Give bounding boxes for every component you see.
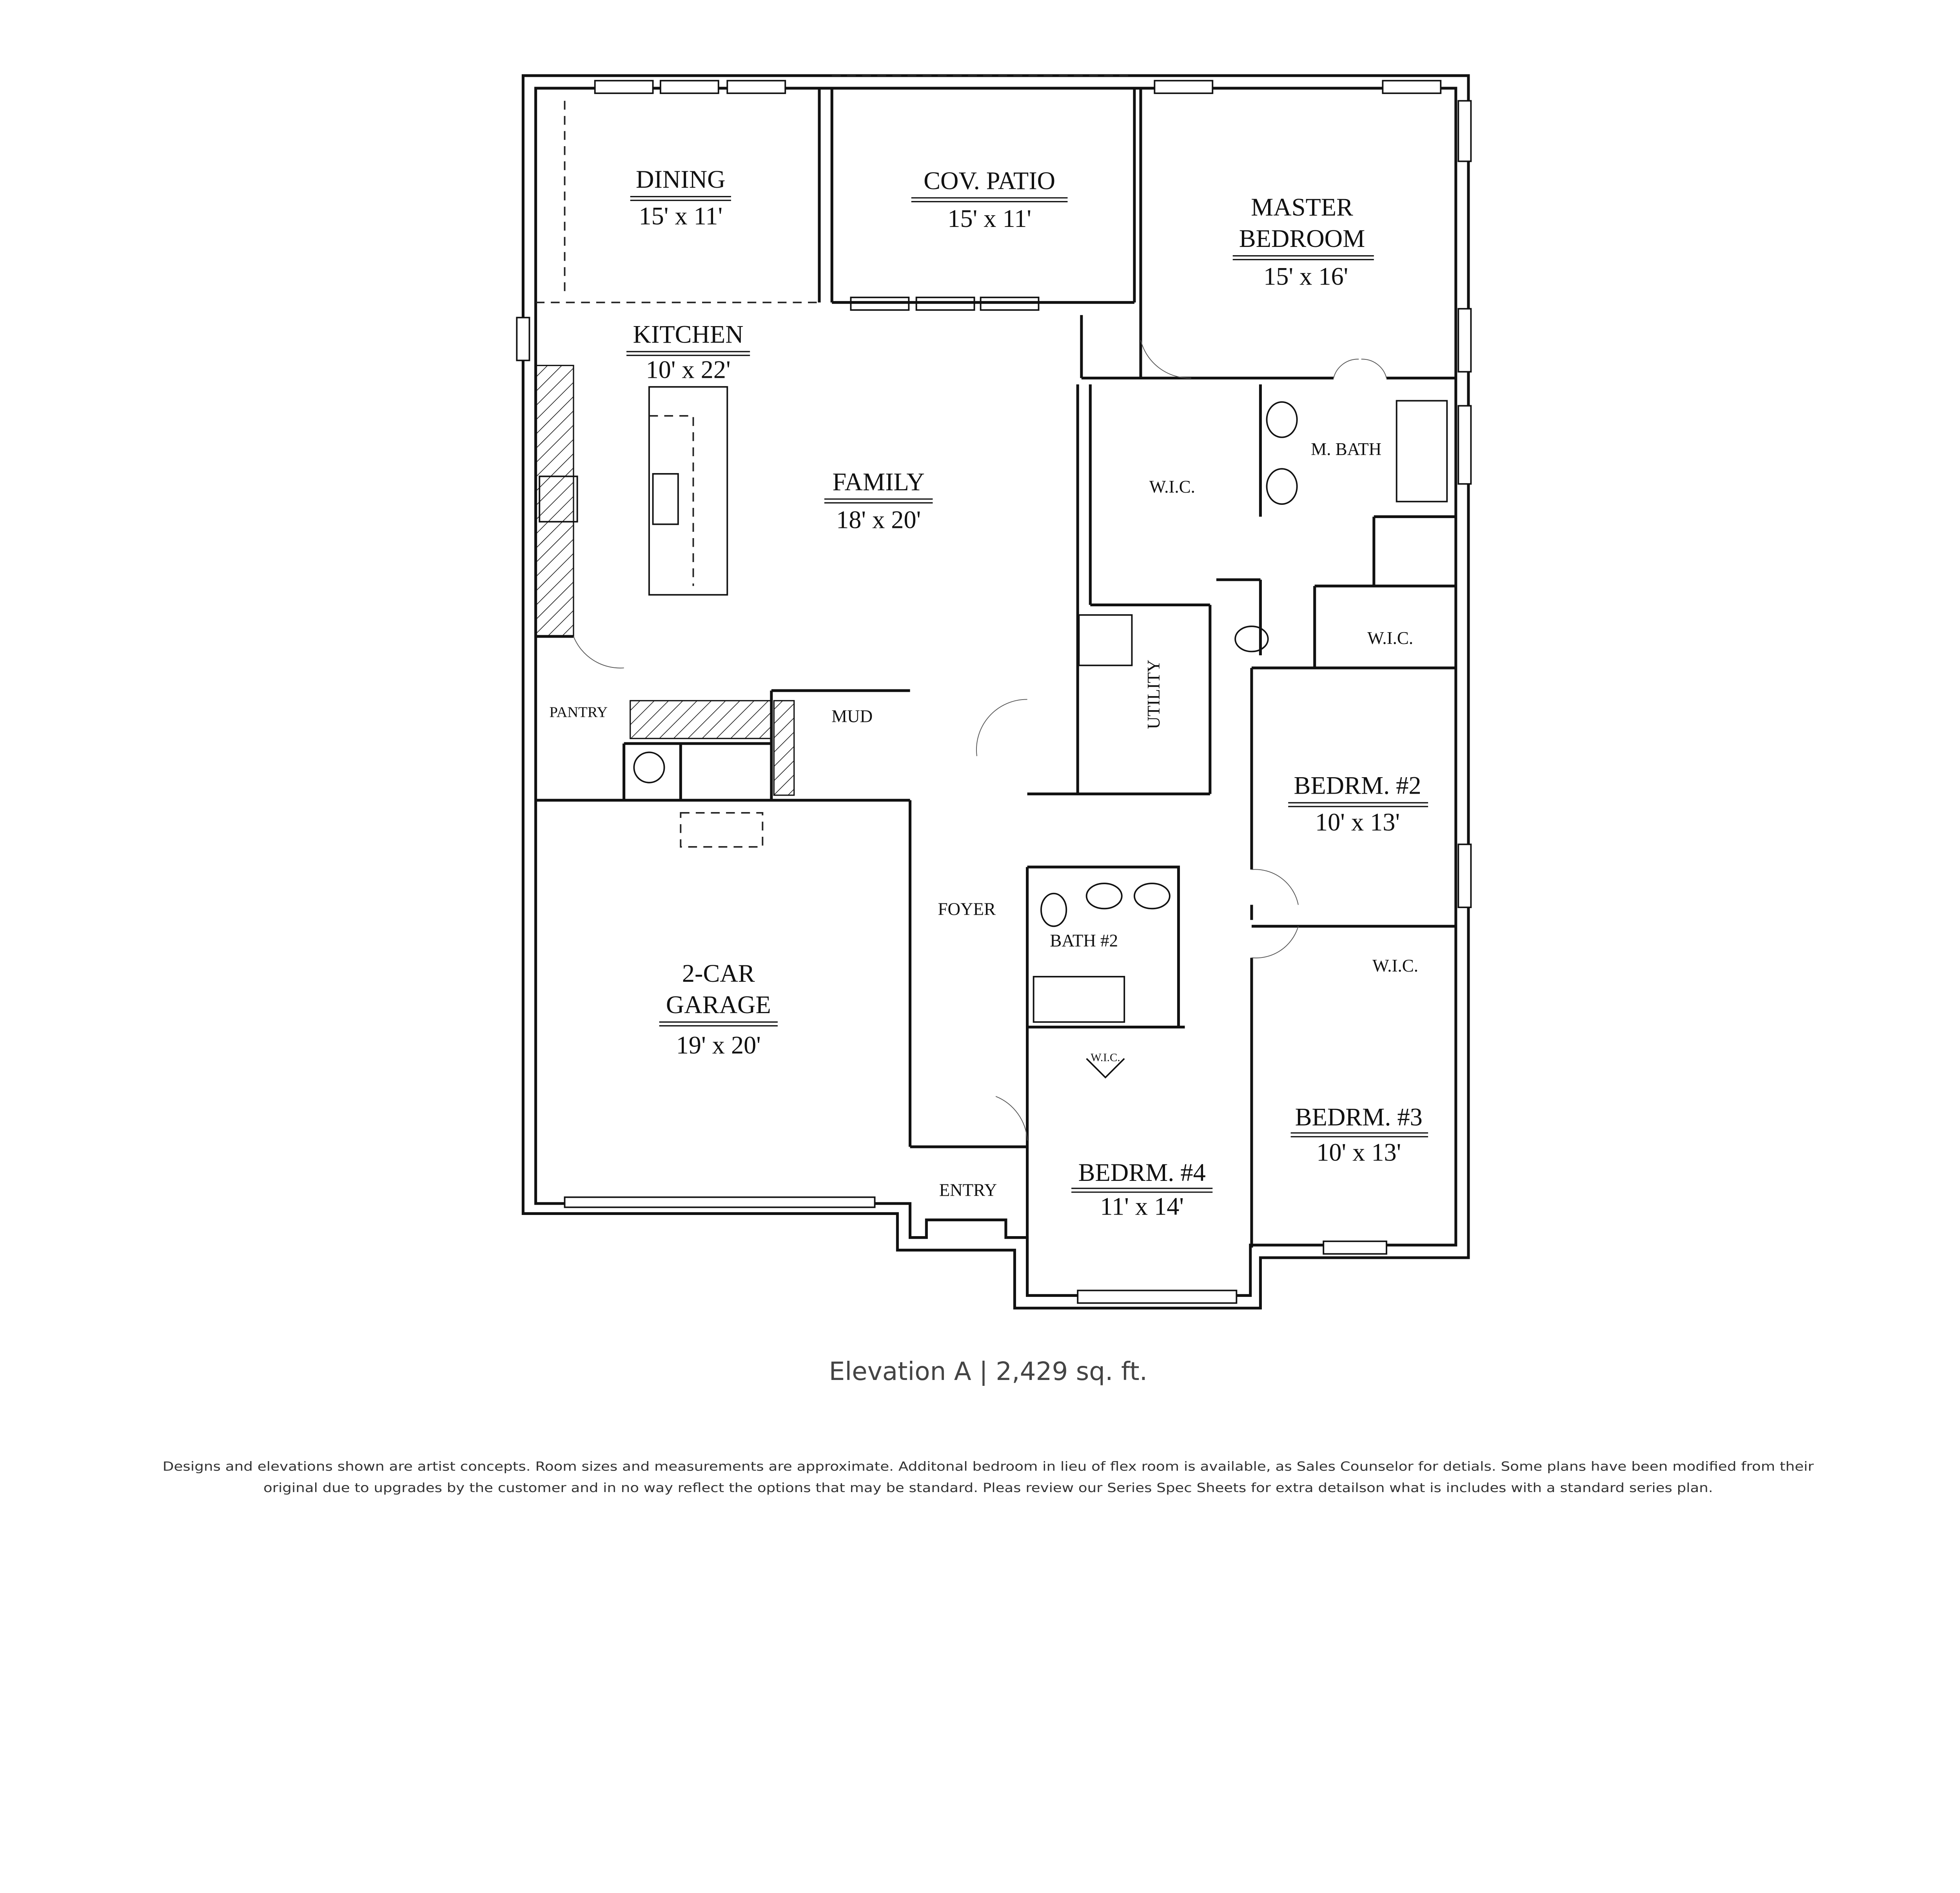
dining-label: DINING bbox=[636, 165, 726, 193]
bedroom3-size: 10' x 13' bbox=[1316, 1138, 1401, 1166]
garage-label-line2: GARAGE bbox=[666, 991, 771, 1019]
disclaimer-line-1: Designs and elevations shown are artist … bbox=[163, 1459, 1814, 1474]
bedroom4-label: BEDRM. #4 bbox=[1078, 1159, 1206, 1186]
bedroom4-size: 11' x 14' bbox=[1100, 1193, 1184, 1220]
utility-label: UTILITY bbox=[1144, 660, 1163, 729]
bedroom3-label: BEDRM. #3 bbox=[1295, 1103, 1423, 1131]
garage-label-line1: 2-CAR bbox=[682, 959, 755, 987]
bedroom4-wic-label: W.I.C. bbox=[1091, 1051, 1120, 1064]
foyer-label: FOYER bbox=[938, 899, 996, 919]
entry-label: ENTRY bbox=[939, 1180, 997, 1200]
kitchen-size: 10' x 22' bbox=[646, 356, 731, 384]
cov-patio-label: COV. PATIO bbox=[924, 167, 1055, 194]
room-labels: DINING 15' x 11' COV. PATIO 15' x 11' MA… bbox=[550, 165, 1428, 1220]
master-bath-label: M. BATH bbox=[1311, 439, 1381, 459]
bath2-label: BATH #2 bbox=[1050, 931, 1118, 950]
bath-wic-label: W.I.C. bbox=[1367, 628, 1413, 648]
family-label: FAMILY bbox=[833, 468, 925, 496]
family-size: 18' x 20' bbox=[836, 506, 921, 533]
bedroom3-wic-label: W.I.C. bbox=[1372, 956, 1418, 976]
elevation-caption: Elevation A | 2,429 sq. ft. bbox=[829, 1357, 1147, 1386]
fixtures bbox=[535, 340, 1448, 1141]
master-wic-label: W.I.C. bbox=[1149, 477, 1195, 497]
floor-plan: DINING 15' x 11' COV. PATIO 15' x 11' MA… bbox=[163, 74, 1814, 1495]
master-label-line2: BEDROOM bbox=[1239, 225, 1365, 252]
kitchen-label: KITCHEN bbox=[633, 321, 744, 348]
pantry-label: PANTRY bbox=[550, 704, 608, 721]
disclaimer-line-2: original due to upgrades by the customer… bbox=[263, 1480, 1713, 1495]
cov-patio-size: 15' x 11' bbox=[947, 205, 1031, 232]
master-label-line1: MASTER bbox=[1251, 193, 1353, 221]
garage-size: 19' x 20' bbox=[676, 1031, 761, 1059]
dining-size: 15' x 11' bbox=[639, 202, 722, 230]
master-size: 15' x 16' bbox=[1263, 263, 1348, 290]
bedroom2-size: 10' x 13' bbox=[1315, 808, 1400, 836]
mud-label: MUD bbox=[831, 706, 873, 726]
bedroom2-label: BEDRM. #2 bbox=[1294, 772, 1421, 800]
